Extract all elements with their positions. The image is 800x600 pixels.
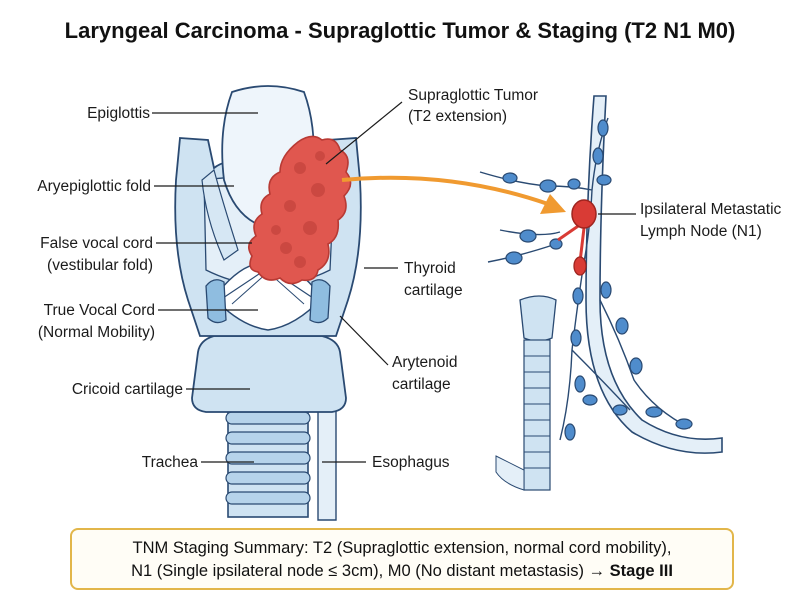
esophagus-shape <box>317 399 337 521</box>
label-cricoid: Cricoid cartilage <box>72 381 183 398</box>
label-thyroid: Thyroid <box>404 260 456 277</box>
label-epiglottis: Epiglottis <box>87 105 150 122</box>
label-trachea: Trachea <box>142 454 199 471</box>
label-esophagus: Esophagus <box>372 454 450 471</box>
neck-larynx <box>495 295 557 491</box>
label-ipsilateral-metastatic: Ipsilateral Metastatic <box>640 201 782 218</box>
tnm-summary-box: TNM Staging Summary: T2 (Supraglottic ex… <box>70 528 734 590</box>
label-arytenoid-cartilage: cartilage <box>392 376 451 393</box>
arytenoid-left-shape <box>205 279 227 324</box>
label-thyroid-cartilage: cartilage <box>404 282 463 299</box>
arrow-icon: → <box>588 562 606 580</box>
label-false-vocal-cord: False vocal cord <box>40 235 153 252</box>
summary-line-1: TNM Staging Summary: T2 (Supraglottic ex… <box>132 539 672 557</box>
lymph-nodes <box>502 119 693 441</box>
metastasis-arrow <box>341 175 566 214</box>
supraglottic-tumor <box>248 135 352 285</box>
summary-line-2-text: N1 (Single ipsilateral node ≤ 3cm), M0 (… <box>131 562 589 580</box>
label-lymph-node-n1: Lymph Node (N1) <box>640 223 762 240</box>
label-vestibular-fold: (vestibular fold) <box>47 257 153 274</box>
label-t2-extension: (T2 extension) <box>408 108 507 125</box>
arytenoid-right-shape <box>309 279 331 324</box>
label-supraglottic-tumor: Supraglottic Tumor <box>408 87 538 104</box>
label-normal-mobility: (Normal Mobility) <box>38 324 155 341</box>
summary-line-2: N1 (Single ipsilateral node ≤ 3cm), M0 (… <box>72 560 732 583</box>
trachea-shape <box>225 404 311 518</box>
label-true-vocal-cord: True Vocal Cord <box>44 302 155 319</box>
neck-vessel <box>585 95 723 454</box>
metastatic-lymph-node <box>557 199 597 276</box>
label-arytenoid: Arytenoid <box>392 354 457 371</box>
page-title: Laryngeal Carcinoma - Supraglottic Tumor… <box>64 18 736 43</box>
label-aryepiglottic-fold: Aryepiglottic fold <box>37 178 151 195</box>
cricoid-shape <box>191 335 347 413</box>
stage-label: Stage III <box>609 562 673 580</box>
